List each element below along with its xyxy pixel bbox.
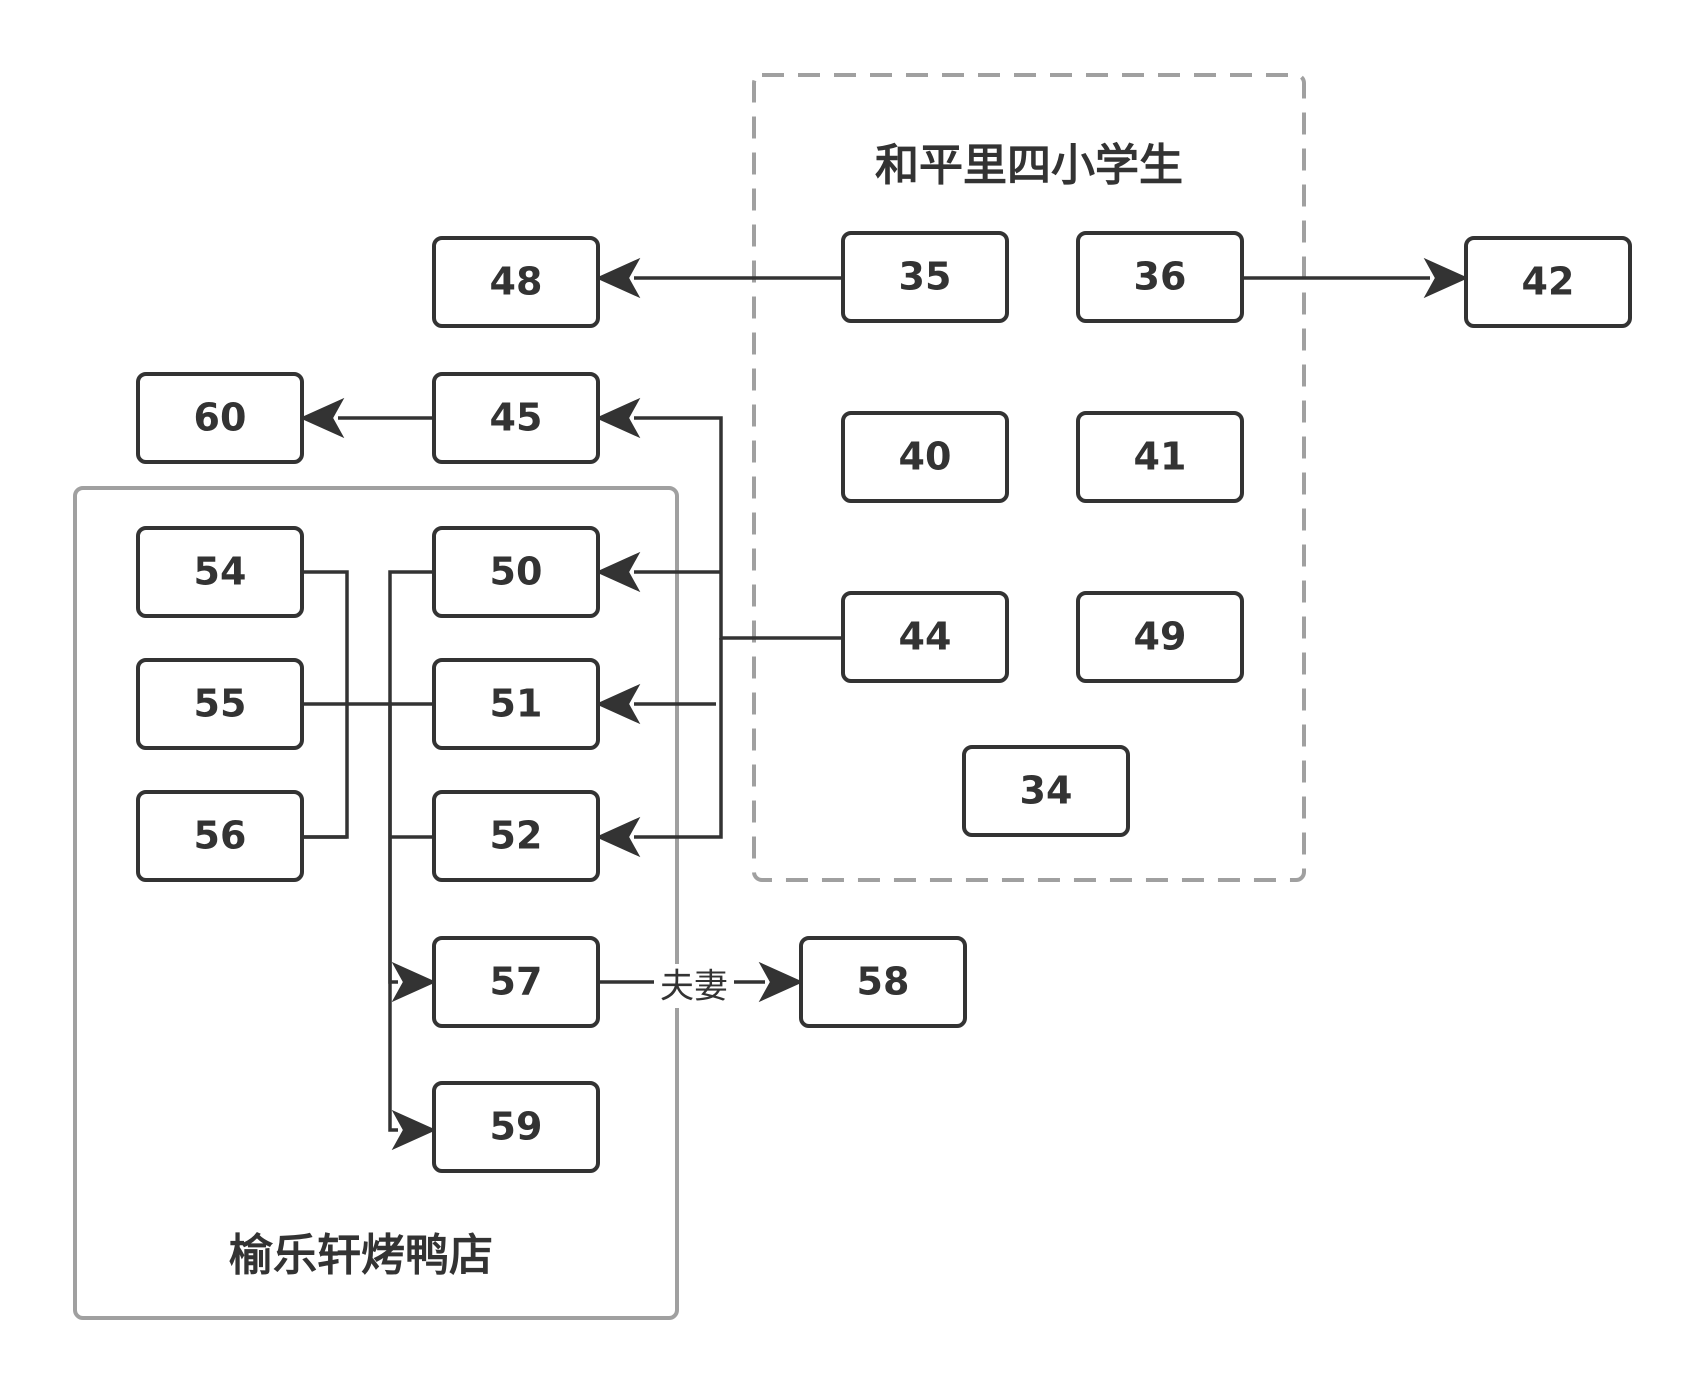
- edge-line: [634, 638, 723, 839]
- node-label: 54: [194, 550, 247, 594]
- edge-54-57: [302, 570, 437, 1003]
- edges-layer: [299, 257, 1469, 1151]
- arrowhead: [595, 397, 641, 439]
- edge-44-45: [595, 397, 843, 640]
- node-label: 57: [490, 960, 543, 1004]
- node-label: 51: [490, 682, 543, 726]
- group-box-school: [752, 73, 1306, 882]
- node-57: 57: [432, 936, 600, 1028]
- arrowhead: [391, 1109, 437, 1151]
- node-label: 58: [857, 960, 910, 1004]
- edge-36-42: [1242, 257, 1469, 299]
- node-50: 50: [432, 526, 600, 618]
- node-box: [799, 936, 967, 1028]
- node-44: 44: [841, 591, 1009, 683]
- edge-line: [302, 570, 398, 984]
- node-36: 36: [1076, 231, 1244, 323]
- node-box: [136, 658, 304, 750]
- node-label: 36: [1134, 255, 1187, 299]
- group-box-restaurant: [73, 486, 679, 1320]
- node-label: 50: [490, 550, 543, 594]
- edge-44-52: [595, 638, 723, 858]
- edge-line: [634, 416, 843, 640]
- node-34: 34: [962, 745, 1130, 837]
- node-box: [1464, 236, 1632, 328]
- node-box: [432, 790, 600, 882]
- arrowhead: [595, 816, 641, 858]
- edge-labels-layer: 夫妻: [654, 964, 734, 1008]
- group-label-school: 和平里四小学生: [875, 140, 1183, 191]
- node-48: 48: [432, 236, 600, 328]
- node-label: 59: [490, 1105, 543, 1149]
- edge-50-59: [388, 570, 437, 1151]
- node-box: [1076, 591, 1244, 683]
- node-label: 35: [899, 255, 952, 299]
- node-box: [432, 236, 600, 328]
- node-51: 51: [432, 658, 600, 750]
- edge-45-60: [299, 397, 434, 439]
- node-box: [841, 411, 1009, 503]
- edge-line: [388, 570, 434, 1132]
- node-box: [136, 526, 304, 618]
- node-58: 58: [799, 936, 967, 1028]
- node-label: 34: [1020, 769, 1073, 813]
- node-box: [136, 372, 304, 464]
- arrowhead: [595, 551, 641, 593]
- node-box: [136, 790, 304, 882]
- edge-44-51: [595, 683, 716, 725]
- node-label: 48: [490, 260, 543, 304]
- arrowhead: [758, 961, 804, 1003]
- node-label: 55: [194, 682, 247, 726]
- node-box: [432, 1081, 600, 1173]
- node-box: [432, 526, 600, 618]
- node-box: [432, 658, 600, 750]
- node-label: 45: [490, 396, 543, 440]
- arrowhead: [595, 683, 641, 725]
- node-label: 52: [490, 814, 543, 858]
- node-box: [432, 372, 600, 464]
- node-56: 56: [136, 790, 304, 882]
- node-box: [1076, 411, 1244, 503]
- node-box: [962, 745, 1130, 837]
- group-label-restaurant: 榆乐轩烤鸭店: [229, 1230, 493, 1281]
- node-box: [841, 591, 1009, 683]
- node-59: 59: [432, 1081, 600, 1173]
- edge-label-background: [654, 964, 734, 1008]
- node-55: 55: [136, 658, 304, 750]
- node-label: 56: [194, 814, 247, 858]
- node-35: 35: [841, 231, 1009, 323]
- node-60: 60: [136, 372, 304, 464]
- arrowhead: [299, 397, 345, 439]
- node-label: 60: [194, 396, 247, 440]
- node-label: 40: [899, 435, 952, 479]
- arrowhead: [391, 961, 437, 1003]
- arrowhead: [1423, 257, 1469, 299]
- node-52: 52: [432, 790, 600, 882]
- node-box: [841, 231, 1009, 323]
- node-box: [1076, 231, 1244, 323]
- node-40: 40: [841, 411, 1009, 503]
- node-label: 44: [899, 615, 952, 659]
- edge-label-57-58: 夫妻: [660, 967, 728, 1007]
- node-45: 45: [432, 372, 600, 464]
- node-label: 41: [1134, 435, 1187, 479]
- node-49: 49: [1076, 591, 1244, 683]
- edge-44-50: [595, 551, 721, 593]
- node-54: 54: [136, 526, 304, 618]
- node-label: 42: [1522, 260, 1575, 304]
- node-41: 41: [1076, 411, 1244, 503]
- nodes-layer: 48 35 36 42 60 45 40 41 54 50 44 49 55 51 34 56 52 57 58 59: [136, 231, 1632, 1173]
- node-42: 42: [1464, 236, 1632, 328]
- arrowhead: [595, 257, 641, 299]
- edge-35-48: [595, 257, 843, 299]
- node-label: 49: [1134, 615, 1187, 659]
- node-box: [432, 936, 600, 1028]
